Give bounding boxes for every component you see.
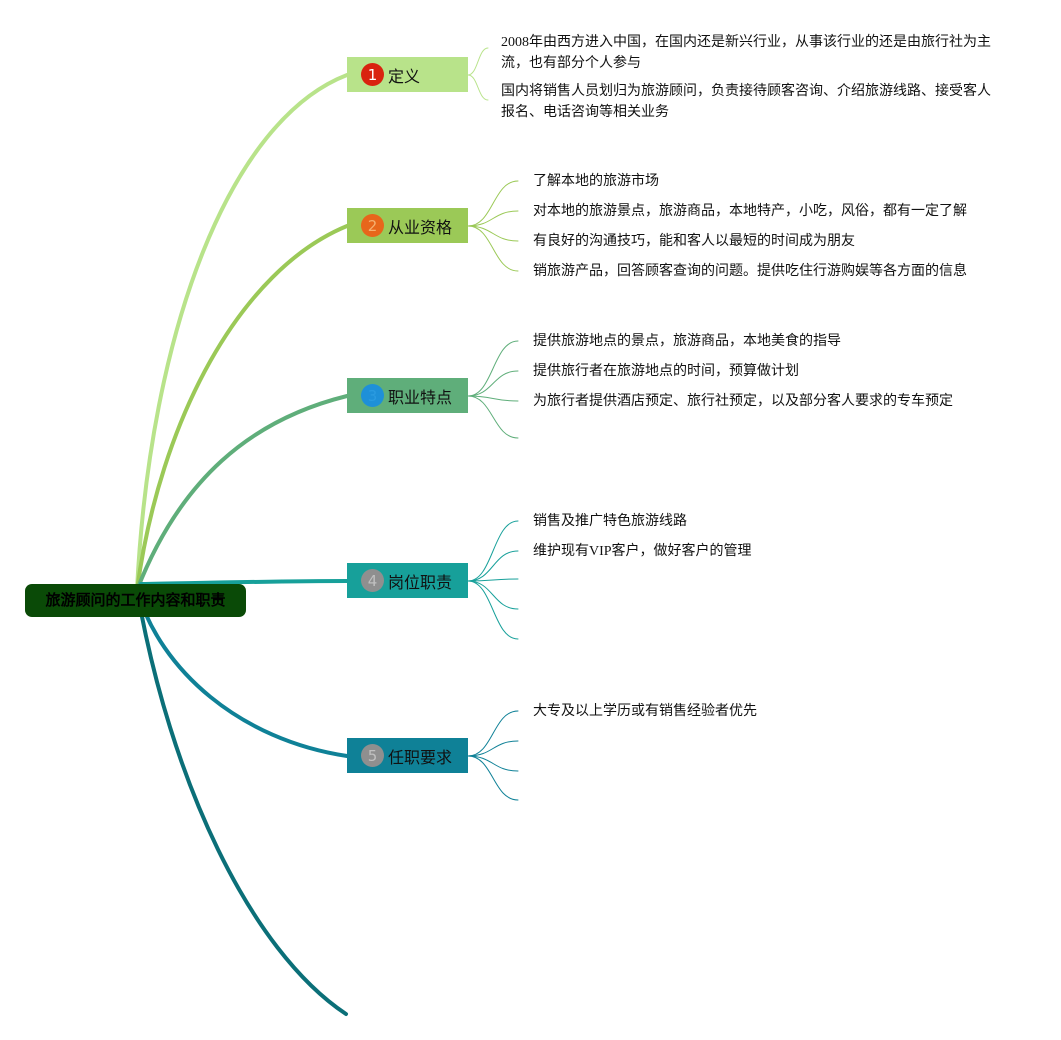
leaf-connector (467, 755, 519, 772)
branch-connector (135, 588, 349, 758)
leaf-connector (467, 550, 519, 582)
leaf-connector (467, 580, 519, 640)
number-badge-4-icon: 4 (361, 569, 384, 592)
branch-node-features[interactable]: 3 职业特点 (347, 378, 468, 413)
leaf-text[interactable]: 对本地的旅游景点，旅游商品，本地特产，小吃，风俗，都有一定了解 (533, 204, 967, 219)
branch-connector (135, 394, 349, 592)
branch-node-requirements[interactable]: 5 任职要求 (347, 738, 468, 773)
branch-node-duties[interactable]: 4 岗位职责 (347, 563, 468, 598)
leaf-text[interactable]: 为旅行者提供酒店预定、旅行社预定，以及部分客人要求的专车预定 (533, 394, 953, 409)
branch-label: 职业特点 (388, 387, 453, 407)
root-label: 旅游顾问的工作内容和职责 (45, 591, 226, 609)
number-badge-5-icon: 5 (361, 744, 384, 767)
leaf-text[interactable]: 维护现有VIP客户，做好客户的管理 (533, 544, 752, 559)
branch-node-qualification[interactable]: 2 从业资格 (347, 208, 468, 243)
leaf-text[interactable]: 2008年由西方进入中国，在国内还是新兴行业，从事该行业的还是由旅行社为主流，也… (501, 35, 991, 71)
leaf-connector (467, 210, 519, 227)
leaf-connector (467, 580, 519, 610)
branch-label: 任职要求 (388, 747, 453, 767)
leaf-connector (467, 395, 519, 439)
leaf-connector (467, 74, 489, 101)
branch-connector (135, 224, 349, 592)
branch-connector (139, 579, 349, 586)
leaf-connector (467, 520, 519, 582)
number-badge-1-icon: 1 (361, 63, 384, 86)
leaf-text[interactable]: 了解本地的旅游市场 (533, 174, 659, 189)
leaf-text[interactable]: 销旅游产品，回答顾客查询的问题。提供吃住行游购娱等各方面的信息 (533, 264, 967, 279)
branch-connector (135, 73, 349, 592)
number-badge-2-icon: 2 (361, 214, 384, 237)
leaf-text[interactable]: 提供旅行者在旅游地点的时间，预算做计划 (533, 364, 799, 379)
branch-label: 定义 (388, 66, 421, 86)
leaf-text[interactable]: 提供旅游地点的景点，旅游商品，本地美食的指导 (533, 334, 841, 349)
root-node[interactable]: 旅游顾问的工作内容和职责 (25, 584, 246, 617)
leaf-text[interactable]: 国内将销售人员划归为旅游顾问，负责接待顾客咨询、介绍旅游线路、接受客人报名、电话… (501, 84, 991, 120)
leaf-text[interactable]: 大专及以上学历或有销售经验者优先 (533, 704, 757, 719)
leaf-connector (467, 225, 519, 242)
leaf-text[interactable]: 有良好的沟通技巧，能和客人以最短的时间成为朋友 (533, 234, 855, 249)
leaf-connector (467, 755, 519, 801)
leaf-connector (467, 340, 519, 397)
leaf-connector (467, 180, 519, 227)
leaf-connector (467, 395, 519, 402)
leaf-connector (467, 740, 519, 757)
leaf-connector (467, 47, 489, 76)
branch-node-definition[interactable]: 1 定义 (347, 57, 468, 92)
leaf-connector (467, 225, 519, 272)
leaf-text[interactable]: 销售及推广特色旅游线路 (533, 514, 687, 529)
extra-branch-connector (135, 588, 348, 1016)
leaf-connector (467, 710, 519, 757)
branch-label: 从业资格 (388, 217, 453, 237)
number-badge-3-icon: 3 (361, 384, 384, 407)
leaf-connector (467, 578, 519, 582)
branch-label: 岗位职责 (388, 572, 453, 592)
leaf-connector (467, 370, 519, 397)
